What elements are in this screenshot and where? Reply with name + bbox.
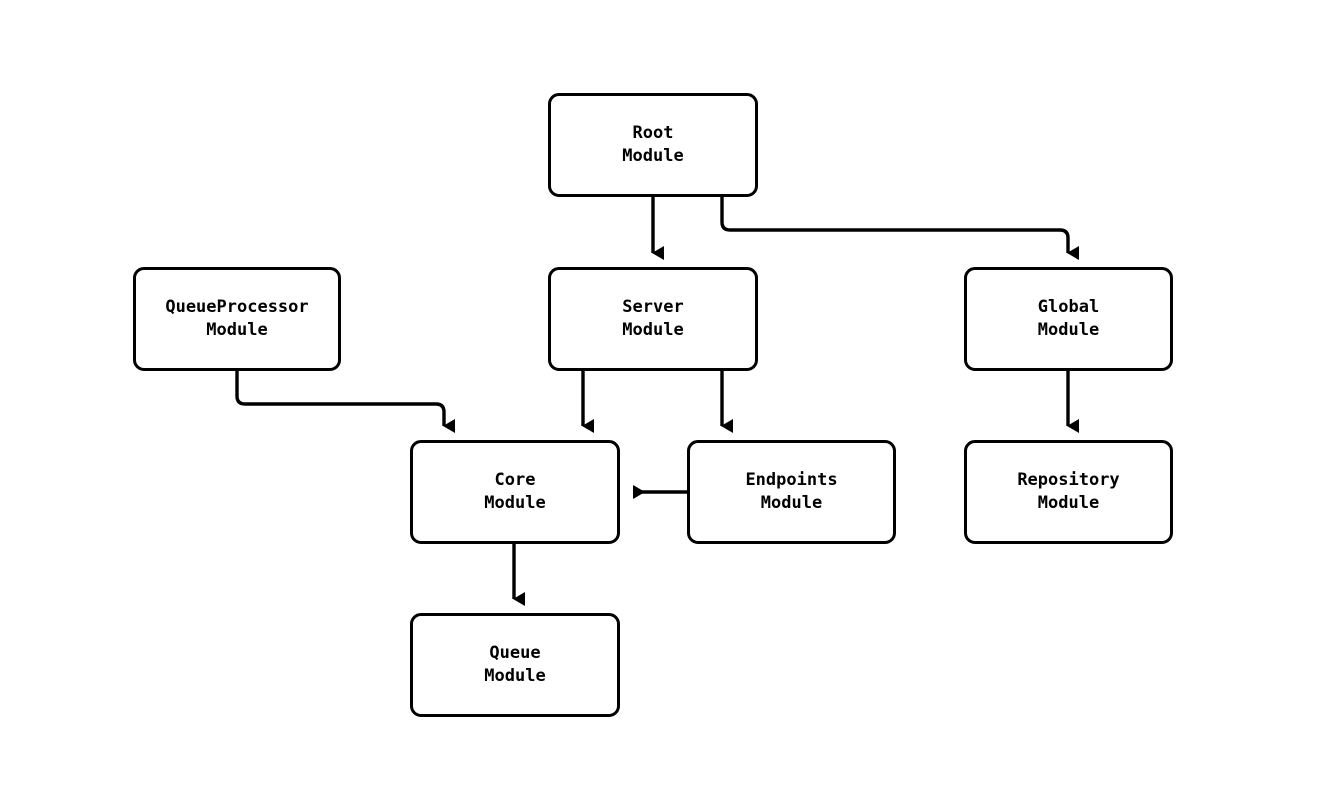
- edge-root-to-global: [720, 197, 1079, 260]
- node-endpoints-module-label-line1: Endpoints: [745, 470, 838, 490]
- node-global-module-label-line2: Module: [1037, 320, 1100, 340]
- node-endpoints-module-label-line2: Module: [760, 493, 823, 513]
- node-root-module[interactable]: Root Module: [548, 93, 758, 197]
- node-server-module-label-line2: Module: [622, 320, 684, 340]
- node-queue-module-label-line2: Module: [484, 666, 546, 686]
- node-global-module[interactable]: Global Module: [964, 267, 1173, 371]
- node-core-module[interactable]: Core Module: [410, 440, 620, 544]
- node-global-module-label-line1: Global: [1037, 297, 1100, 317]
- node-endpoints-module[interactable]: Endpoints Module: [687, 440, 896, 544]
- node-queueprocessor-module-label-line2: Module: [206, 320, 268, 340]
- edge-queueprocessor-to-core: [235, 371, 455, 433]
- node-queue-module-label-line1: Queue: [489, 643, 541, 663]
- node-queueprocessor-module-label-line1: QueueProcessor: [165, 297, 309, 317]
- node-queueprocessor-module[interactable]: QueueProcessor Module: [133, 267, 341, 371]
- node-repository-module-label-line2: Module: [1037, 493, 1100, 513]
- node-queue-module[interactable]: Queue Module: [410, 613, 620, 717]
- node-server-module-label-line1: Server: [622, 297, 684, 317]
- node-server-module[interactable]: Server Module: [548, 267, 758, 371]
- node-core-module-label-line1: Core: [494, 470, 536, 490]
- node-repository-module-label-line1: Repository: [1017, 470, 1120, 490]
- node-root-module-label-line2: Module: [622, 146, 684, 166]
- node-repository-module[interactable]: Repository Module: [964, 440, 1173, 544]
- node-core-module-label-line2: Module: [484, 493, 546, 513]
- node-root-module-label-line1: Root: [632, 123, 674, 143]
